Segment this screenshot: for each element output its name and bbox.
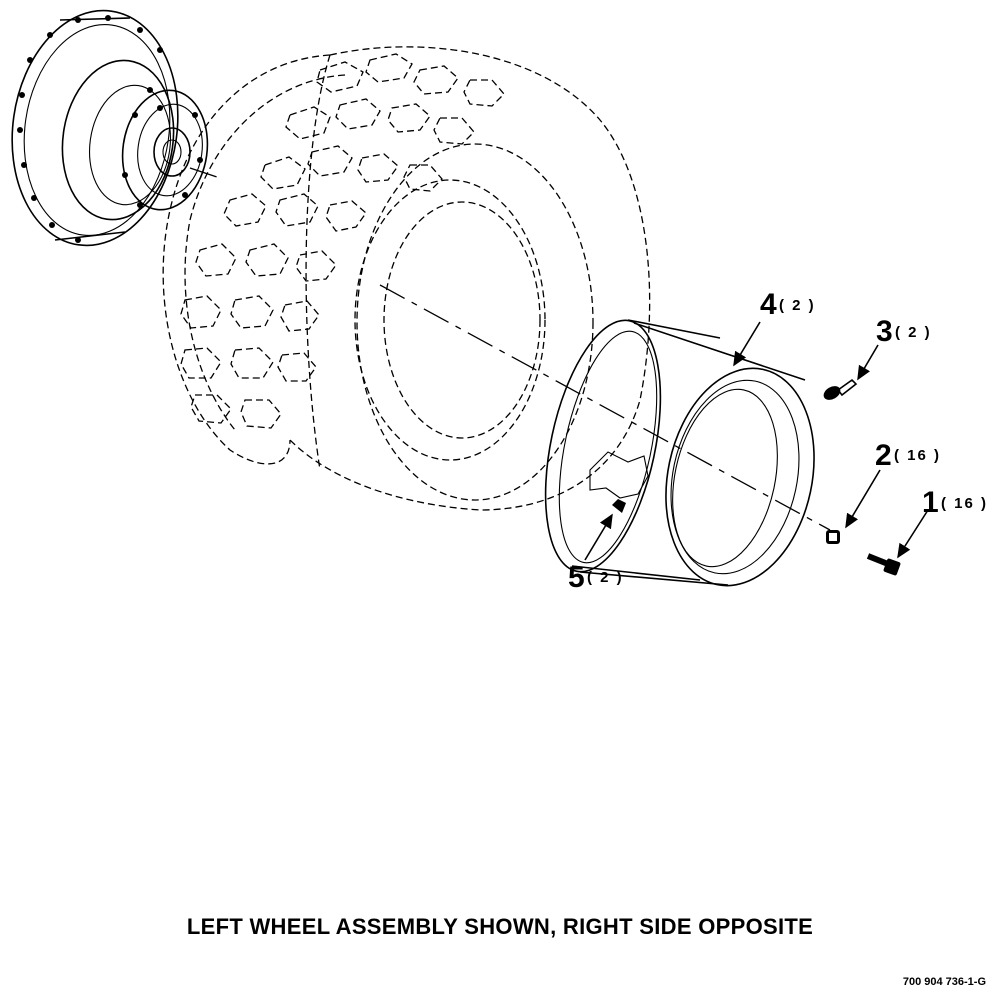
callout-1: 1 ( 16 ) — [922, 486, 988, 519]
leader-lines — [584, 321, 929, 561]
callout-1-number: 1 — [922, 486, 939, 519]
valve-stem — [823, 378, 858, 400]
callout-1-qty: ( 16 ) — [941, 495, 988, 512]
callout-2-number: 2 — [875, 439, 892, 472]
lug-bolt — [866, 553, 901, 576]
callout-2: 2 ( 16 ) — [875, 439, 941, 472]
hub-centerline — [189, 167, 221, 179]
rim — [544, 319, 815, 587]
callout-4-qty: ( 2 ) — [779, 297, 816, 314]
callout-3: 3 ( 2 ) — [876, 315, 932, 348]
figure-caption: LEFT WHEEL ASSEMBLY SHOWN, RIGHT SIDE OP… — [186, 914, 814, 939]
wheel-hub — [11, 9, 209, 247]
axle-centerline — [379, 284, 831, 531]
callout-4-number: 4 — [760, 288, 777, 321]
drawing-number: 700 904 736-1-G — [902, 976, 986, 988]
callout-5: 5 ( 2 ) — [568, 561, 624, 594]
lug-nut — [826, 530, 840, 544]
callout-3-qty: ( 2 ) — [895, 324, 932, 341]
callout-4: 4 ( 2 ) — [760, 288, 816, 321]
callout-2-qty: ( 16 ) — [894, 447, 941, 464]
callout-5-qty: ( 2 ) — [587, 569, 624, 586]
callout-5-number: 5 — [568, 561, 585, 594]
callout-3-number: 3 — [876, 315, 893, 348]
tire-phantom — [162, 46, 651, 511]
